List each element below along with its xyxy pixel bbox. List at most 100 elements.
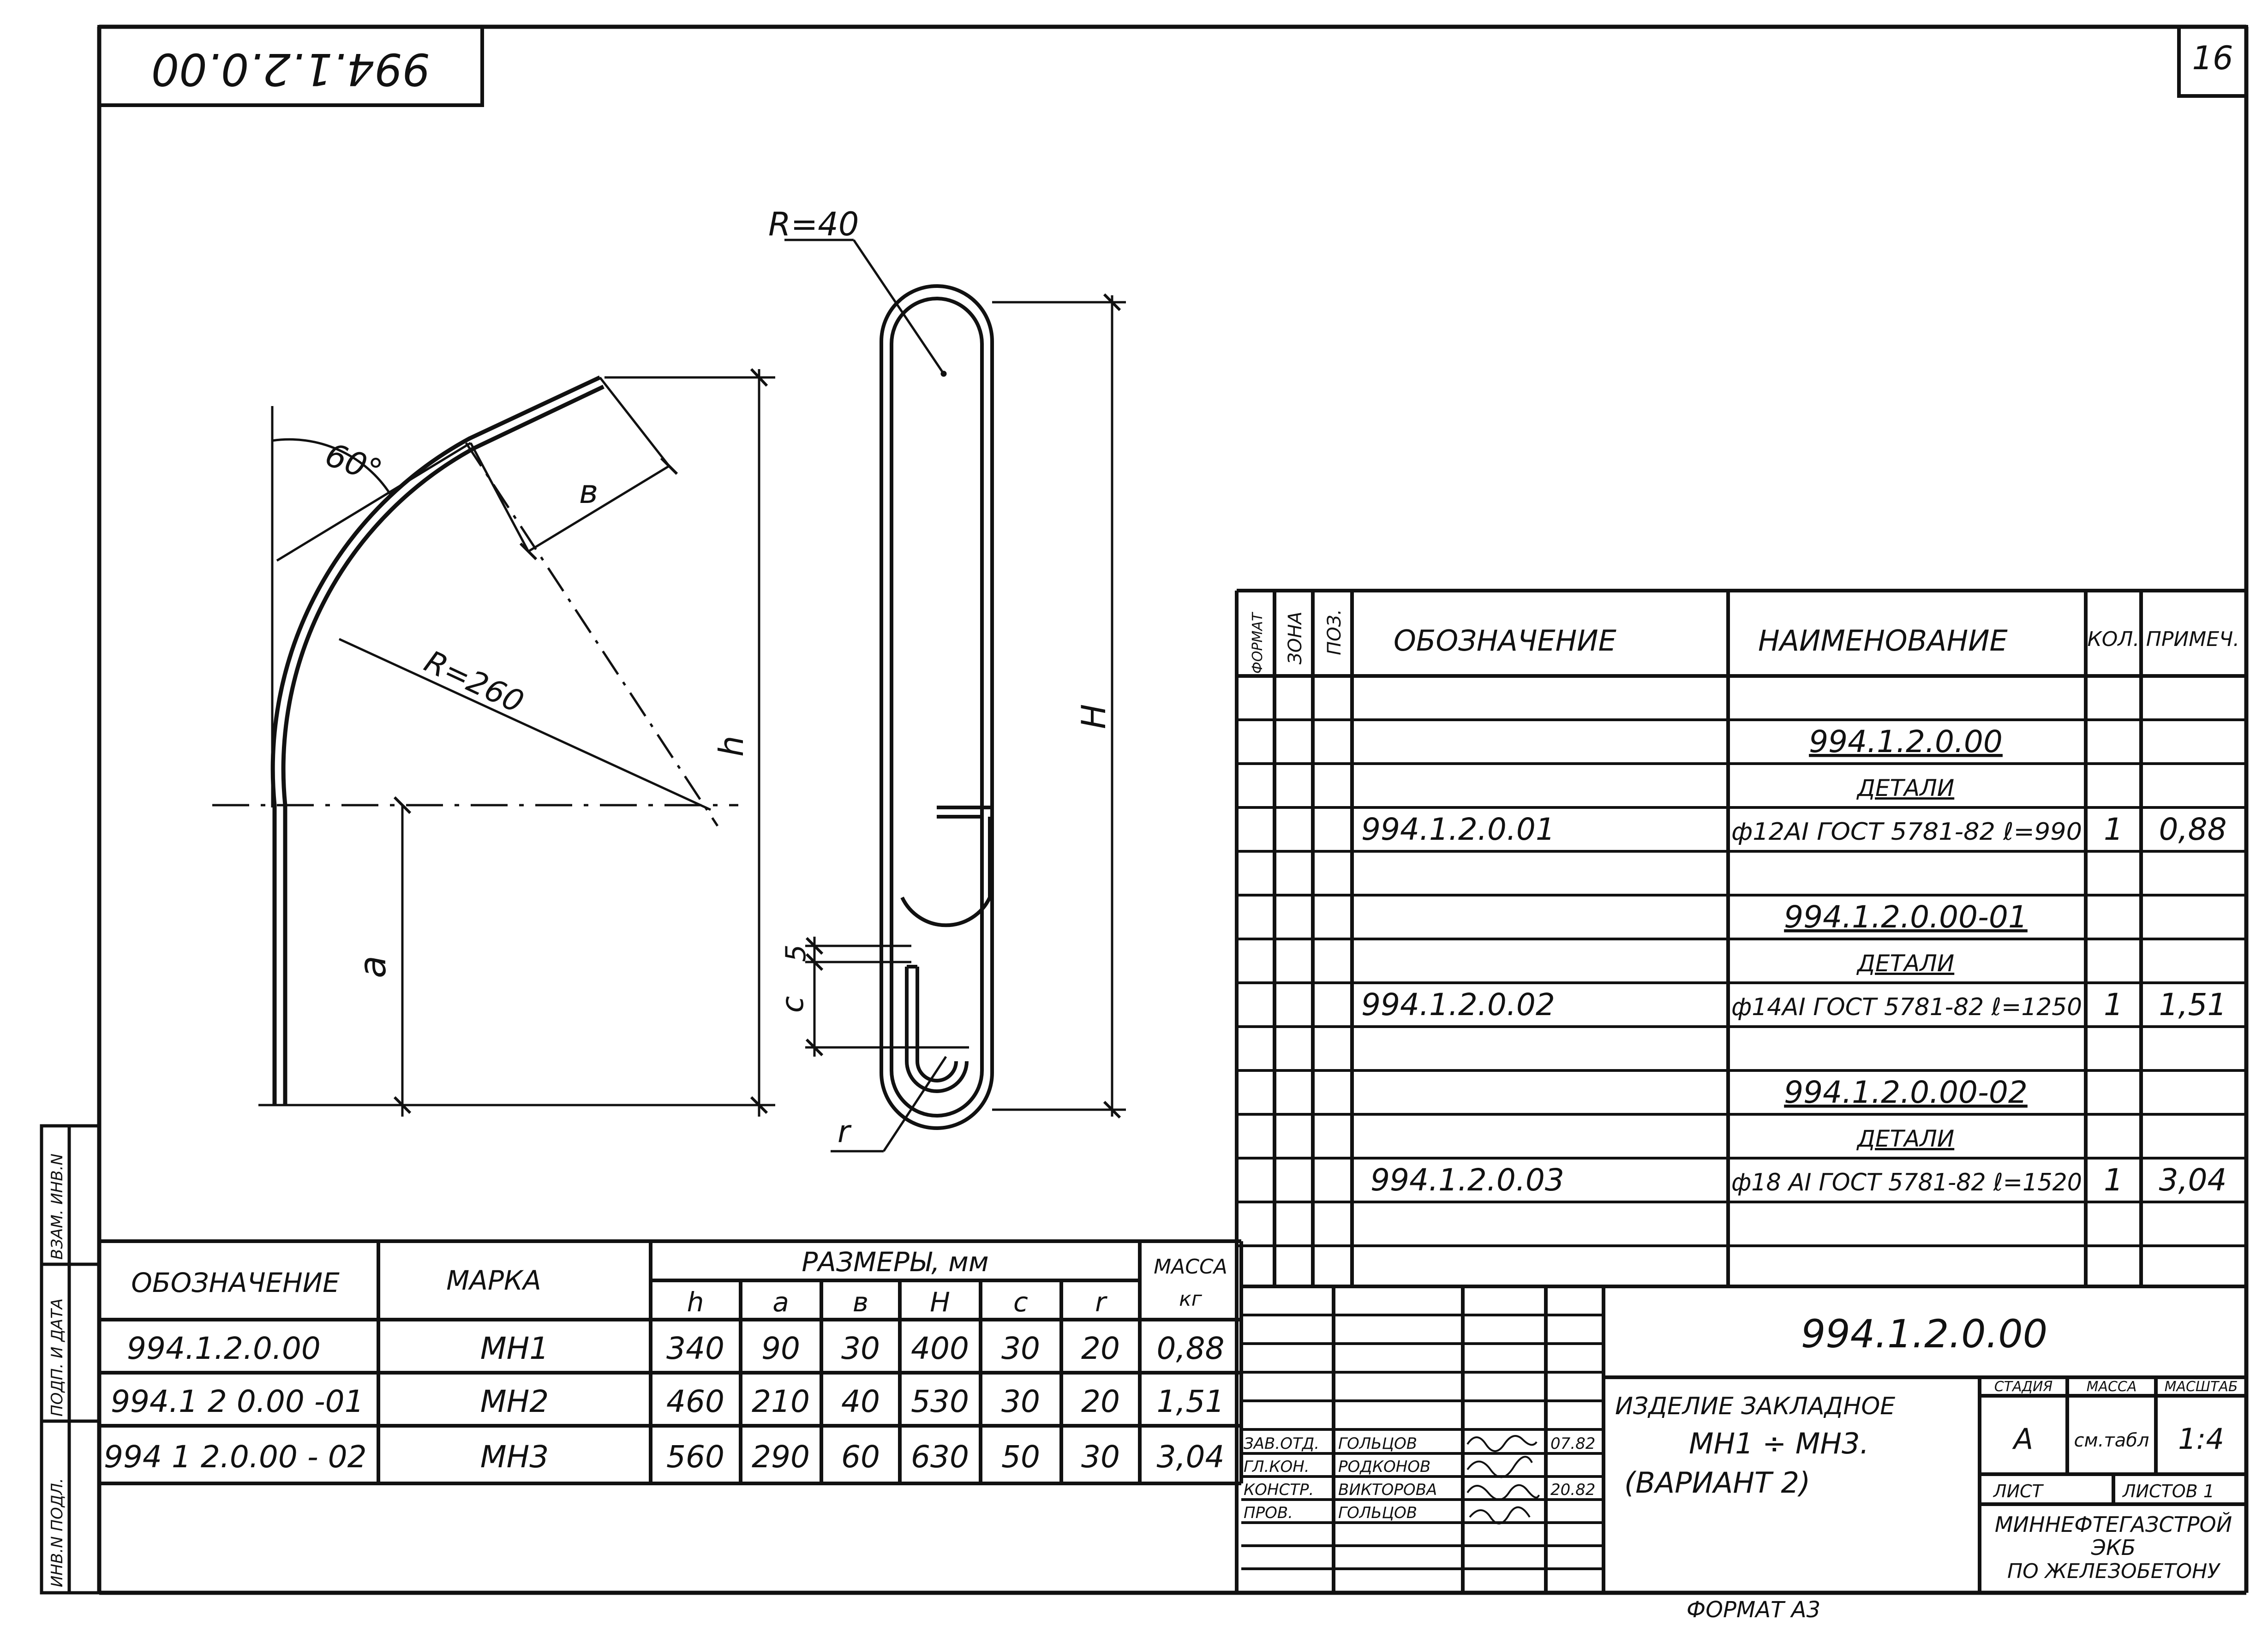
size-sub-h: h: [687, 1286, 704, 1318]
size-cell-h: 340: [666, 1331, 724, 1366]
signers: ЗАВ.ОТД. ГОЛЬЦОВ 07.82 ГЛ.КОН. РОДКОНОВ …: [1244, 1435, 1595, 1522]
signer-date: 07.82: [1550, 1435, 1595, 1453]
size-row-2: 994.1 2 0.00 -01 МН2 460 210 40 530 30 2…: [111, 1384, 1224, 1419]
size-cell-mark: МН3: [480, 1439, 549, 1475]
size-table-grid: [99, 1239, 1243, 1485]
title-stage-label: СТАДИЯ: [1994, 1379, 2053, 1395]
size-sub-H: H: [930, 1286, 950, 1318]
spec-designation: 994.1.2.0.03: [1370, 1162, 1564, 1198]
side-stamp-sign-date: ПОДП. И ДАТА: [48, 1298, 66, 1417]
loop-view: [784, 239, 1126, 1153]
spec-group-title: 994.1.2.0.00: [1809, 724, 2003, 759]
size-col-mass-unit: кг: [1179, 1287, 1203, 1311]
title-block-grid: [1241, 1285, 2246, 1593]
title-doc-code: 994.1.2.0.00: [1801, 1311, 2047, 1357]
title-sheets-label: ЛИСТОВ 1: [2122, 1481, 2214, 1501]
size-sub-c: c: [1013, 1286, 1028, 1318]
dim-H-label: H: [1074, 704, 1113, 729]
angle-label: 60°: [320, 436, 387, 490]
format-label: ФОРМАТ А3: [1687, 1597, 1820, 1623]
size-cell-b: 40: [841, 1384, 880, 1419]
spec-col-format: ФОРМАТ: [1250, 611, 1266, 674]
spec-designation: 994.1.2.0.02: [1361, 987, 1555, 1022]
title-stage: А: [2012, 1422, 2033, 1456]
spec-note: 3,04: [2159, 1162, 2227, 1198]
spec-group-title: 994.1.2.0.00-01: [1784, 899, 2028, 935]
title-scale: 1:4: [2178, 1422, 2224, 1456]
spec-col-pos: ПОЗ.: [1324, 609, 1345, 655]
size-cell-H: 530: [911, 1384, 969, 1419]
signer-date: 20.82: [1550, 1481, 1595, 1499]
spec-name: ф12АI ГОСТ 5781-82 ℓ=990: [1731, 818, 2082, 846]
spec-col-zone: ЗОНА: [1285, 611, 1306, 664]
spec-qty: 1: [2104, 987, 2123, 1022]
side-stamp-inv-repl: ВЗАМ. ИНВ.N: [48, 1154, 66, 1260]
dim-h-label: h: [712, 735, 751, 757]
spec-qty: 1: [2104, 1162, 2123, 1198]
spec-group-subtitle: ДЕТАЛИ: [1856, 1125, 1954, 1152]
size-cell-a: 90: [761, 1331, 800, 1366]
size-cell-mass: 0,88: [1157, 1331, 1225, 1366]
size-cell-r: 20: [1081, 1331, 1120, 1366]
side-stamp: [40, 1124, 101, 1595]
size-row-1: 994.1.2.0.00 МН1 340 90 30 400 30 20 0,8…: [127, 1331, 1224, 1366]
spec-designation: 994.1.2.0.01: [1361, 812, 1555, 847]
size-cell-mass: 3,04: [1157, 1439, 1225, 1475]
signer-name: ГОЛЬЦОВ: [1338, 1504, 1417, 1522]
title-name-line2: МН1 ÷ МН3.: [1689, 1427, 1869, 1460]
size-cell-r: 20: [1081, 1384, 1120, 1419]
signer-role: ПРОВ.: [1244, 1504, 1293, 1522]
size-cell-b: 60: [841, 1439, 880, 1475]
title-org-line1: МИННЕФТЕГАЗСТРОЙ: [1995, 1512, 2232, 1537]
size-cell-r: 30: [1081, 1439, 1120, 1475]
dim-5-label: 5: [780, 945, 812, 962]
dim-a-label: a: [351, 956, 394, 978]
size-cell-h: 560: [666, 1439, 724, 1475]
title-name-line3: (ВАРИАНТ 2): [1624, 1466, 1810, 1500]
signer-role: ГЛ.КОН.: [1244, 1458, 1310, 1476]
title-scale-label: МАСШТАБ: [2165, 1379, 2238, 1395]
size-cell-h: 460: [666, 1384, 724, 1419]
loop-bar: [880, 284, 994, 1130]
spec-rows: 994.1.2.0.00 ДЕТАЛИ 994.1.2.0.01 ф12АI Г…: [1361, 724, 2226, 1198]
code-box-top: [97, 25, 484, 107]
size-col-sizes: РАЗМЕРЫ, мм: [802, 1246, 988, 1278]
size-col-mark: МАРКА: [446, 1265, 541, 1296]
size-cell-H: 400: [911, 1331, 969, 1366]
code-top-rotated: 994.1.2.0.00: [151, 43, 430, 94]
size-cell-b: 30: [841, 1331, 880, 1366]
dim-c-label: c: [775, 996, 810, 1013]
size-cell-a: 290: [752, 1439, 810, 1475]
size-sub-b: в: [853, 1286, 868, 1318]
size-sub-a: a: [772, 1286, 789, 1318]
spec-col-name: НАИМЕНОВАНИЕ: [1758, 624, 2008, 658]
spec-group-title: 994.1.2.0.00-02: [1784, 1075, 2028, 1110]
title-sheet-label: ЛИСТ: [1993, 1481, 2044, 1501]
title-mass: см.табл: [2074, 1430, 2149, 1451]
dim-r-label: r: [838, 1114, 852, 1149]
signer-name: ГОЛЬЦОВ: [1338, 1435, 1417, 1453]
title-mass-label: МАССА: [2087, 1379, 2137, 1395]
spec-group-subtitle: ДЕТАЛИ: [1856, 775, 1954, 801]
size-cell-c: 30: [1001, 1384, 1040, 1419]
signer-name: РОДКОНОВ: [1338, 1458, 1430, 1476]
size-cell-H: 630: [911, 1439, 969, 1475]
arc-radius-label: R=260: [419, 644, 529, 720]
size-row-3: 994 1 2.0.00 - 02 МН3 560 290 60 630 50 …: [104, 1439, 1224, 1475]
signer-role: КОНСТР.: [1244, 1481, 1314, 1499]
spec-col-note: ПРИМЕЧ.: [2146, 628, 2239, 651]
size-sub-r: r: [1095, 1286, 1107, 1318]
spec-note: 0,88: [2159, 812, 2227, 847]
size-cell-mark: МН1: [480, 1331, 549, 1366]
signer-role: ЗАВ.ОТД.: [1244, 1435, 1319, 1453]
size-cell-designation: 994.1.2.0.00: [127, 1331, 321, 1366]
size-col-mass: МАССА: [1154, 1255, 1227, 1279]
sheet-number-box: [2177, 25, 2248, 98]
spec-group-subtitle: ДЕТАЛИ: [1856, 950, 1954, 977]
title-block-rows: [1241, 1314, 1604, 1570]
size-cell-designation: 994.1 2 0.00 -01: [111, 1384, 364, 1419]
loop-radius-label: R=40: [768, 205, 859, 243]
size-cell-c: 50: [1001, 1439, 1040, 1475]
dim-b-label: в: [579, 473, 598, 511]
